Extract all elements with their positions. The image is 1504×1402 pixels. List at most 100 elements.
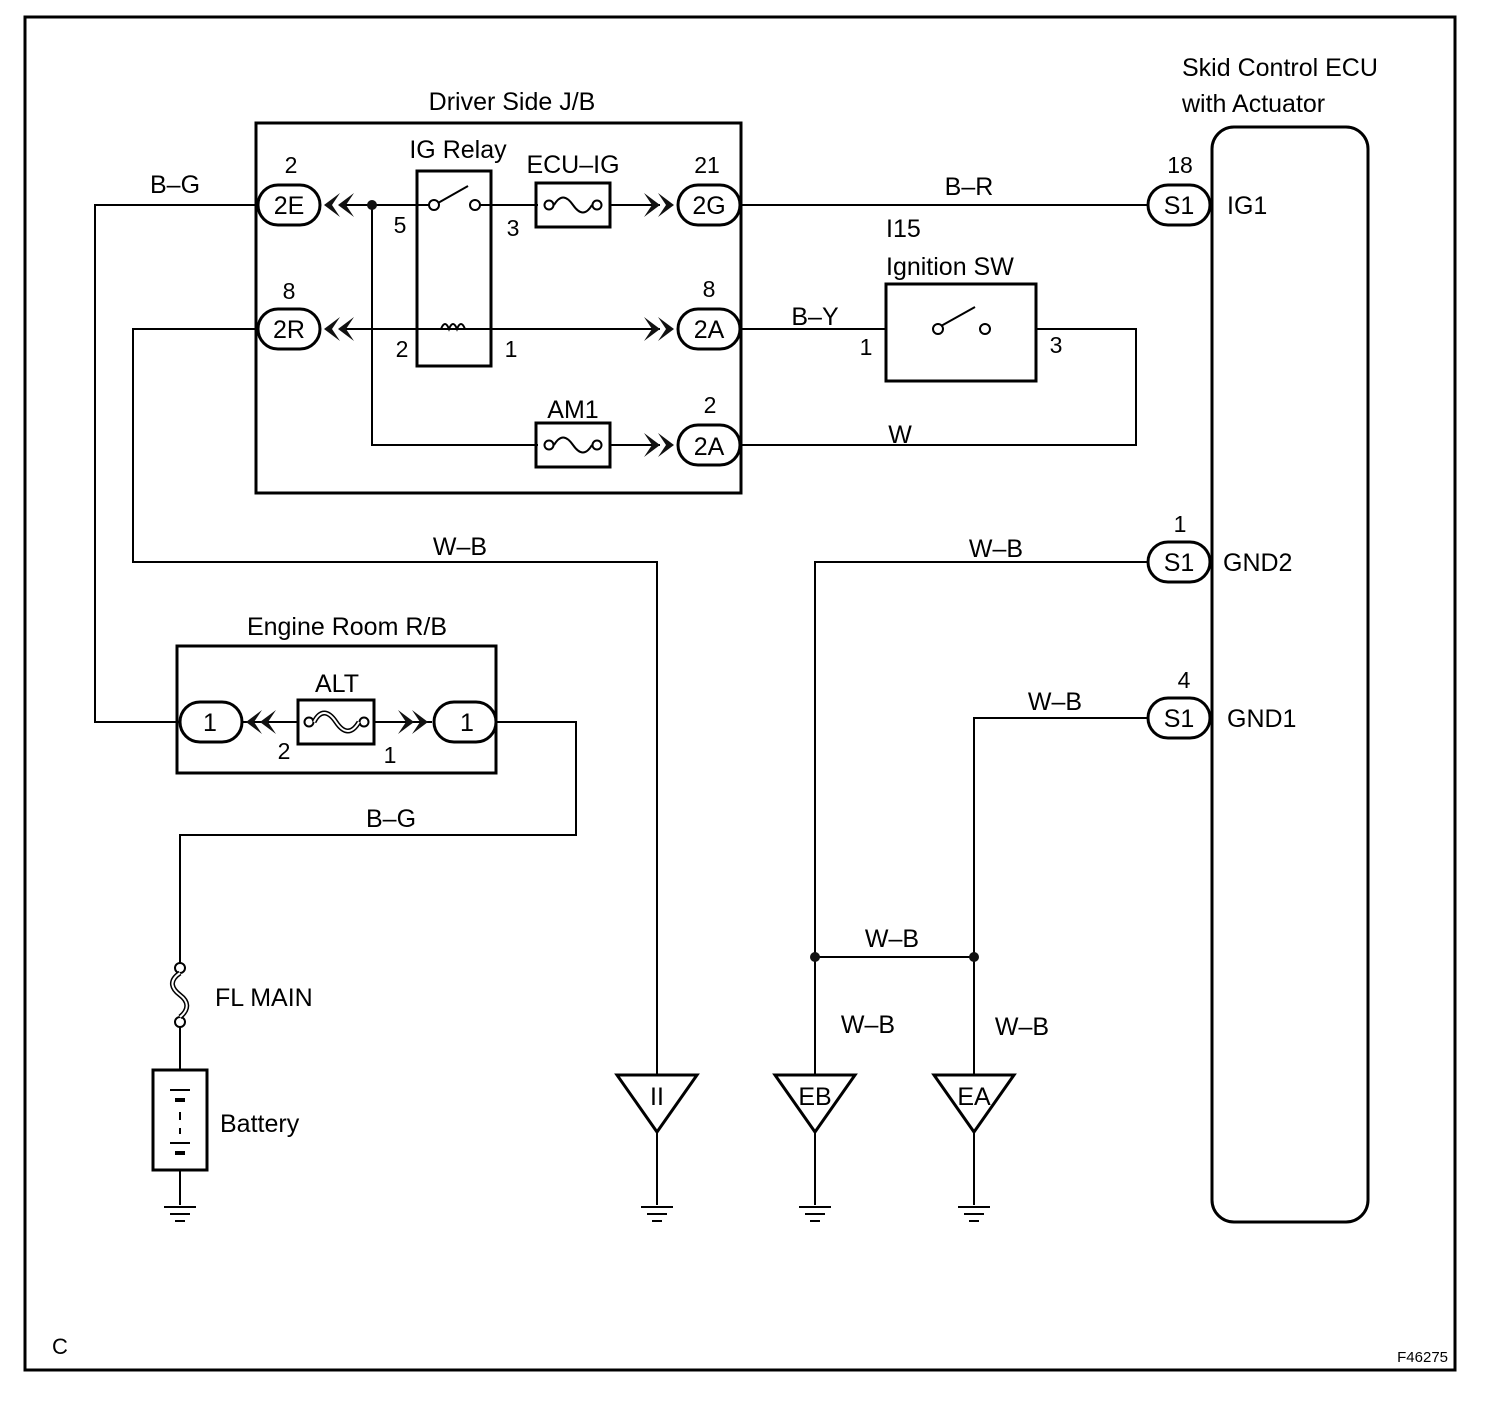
fusible-link-icon (313, 712, 360, 732)
connector-2a-top-label: 2A (694, 316, 725, 344)
am1-label: AM1 (547, 396, 598, 424)
wire-bg-top (94, 204, 258, 723)
wire-wb-gnd2 (814, 561, 1150, 1075)
ground-icon (164, 1206, 196, 1222)
wire-label-bg-bottom: B–G (366, 805, 416, 833)
wire-label-br: B–R (945, 173, 994, 201)
corner-label: C (52, 1334, 68, 1359)
skid-control-ecu: Skid Control ECU with Actuator S1 18 IG1… (1146, 54, 1378, 1224)
fl-main-terminal-icon (174, 962, 186, 974)
connector-2e-label: 2E (274, 192, 305, 220)
connector-2g (676, 183, 742, 227)
fl-main-link-icon (171, 972, 188, 1018)
fuse-terminal-icon (543, 199, 555, 211)
connector-arrow-icon (644, 193, 660, 217)
relay-contact-icon (428, 199, 440, 211)
diagram-frame (23, 15, 1457, 1372)
connector-s1-gnd2 (1146, 540, 1212, 584)
relay-pin-3: 3 (507, 215, 520, 241)
wire-label-wb-eb: W–B (841, 1011, 895, 1039)
ecu-box (1210, 125, 1370, 1224)
ground-ii-label: II (650, 1083, 664, 1111)
connector-s1-gnd1 (1146, 696, 1212, 740)
fl-main-label: FL MAIN (215, 984, 313, 1012)
wire-label-wb-ea: W–B (995, 1013, 1049, 1041)
connector-2a-bottom (676, 423, 742, 467)
connector-2r-pin: 8 (283, 278, 296, 304)
connector-rb-left (178, 700, 244, 744)
alt-pin-1: 1 (384, 742, 397, 768)
ground-icon (958, 1206, 990, 1222)
battery-label: Battery (220, 1110, 300, 1138)
connector-2r-label: 2R (273, 316, 305, 344)
connector-2e-pin: 2 (285, 152, 298, 178)
connector-arrow-icon (338, 193, 354, 217)
connector-2e (256, 183, 322, 227)
connector-arrow-icon (658, 433, 674, 457)
switch-lever-icon (940, 306, 976, 327)
ground-point-ii (614, 1073, 700, 1135)
connector-2a-bottom-label: 2A (694, 433, 725, 461)
wires (94, 204, 1150, 1205)
jb-title: Driver Side J/B (429, 88, 596, 116)
connector-arrow-icon (338, 317, 354, 341)
ignition-sw-label: Ignition SW (886, 253, 1014, 281)
am1-fuse-box (534, 421, 612, 469)
jb-box (254, 121, 743, 495)
relay-contact-icon (469, 199, 481, 211)
ground-icon (799, 1206, 831, 1222)
engine-rb-title: Engine Room R/B (247, 613, 447, 641)
connector-arrow-icon (324, 193, 340, 217)
connector-2g-label: 2G (692, 192, 725, 220)
battery-box (151, 1068, 209, 1172)
fuse-terminal-icon (591, 199, 603, 211)
connector-arrow-icon (412, 710, 428, 734)
relay-coil-icon (440, 323, 466, 332)
wire-label-bg-top: B–G (150, 171, 200, 199)
connector-s1-gnd2-pin: 1 (1174, 511, 1187, 537)
fuse-terminal-icon (591, 439, 603, 451)
connector-rb-right (432, 700, 498, 744)
fuse-icon (553, 196, 593, 214)
connector-s1-gnd2-label: S1 (1164, 549, 1195, 577)
connector-arrow-icon (644, 317, 660, 341)
ecu-ig-fuse-box (534, 181, 612, 229)
terminal-gnd2: GND2 (1223, 549, 1292, 577)
alt-fuse-box (296, 698, 376, 746)
terminal-ig1: IG1 (1227, 192, 1267, 220)
ignition-pin-3: 3 (1050, 332, 1063, 358)
ground-icon (641, 1206, 673, 1222)
relay-pin-1: 1 (505, 336, 518, 362)
fuse-terminal-icon (358, 716, 370, 728)
switch-contact-icon (979, 323, 991, 335)
junction-dot (367, 200, 377, 210)
connector-2a-top (676, 307, 742, 351)
ground-point-eb (772, 1073, 858, 1135)
relay-pin-5: 5 (394, 212, 407, 238)
fuse-icon (553, 436, 593, 454)
connector-arrow-icon (398, 710, 414, 734)
engine-room-rb: Engine Room R/B ALT 1 1 2 1 (175, 613, 498, 775)
wire-wb-ii (132, 328, 658, 1075)
junction-dot (969, 952, 979, 962)
wire-label-wb-gnd1: W–B (1028, 688, 1082, 716)
relay-pin-2: 2 (396, 336, 409, 362)
connector-arrow-icon (260, 710, 276, 734)
ignition-code: I15 (886, 215, 921, 243)
connector-s1-gnd1-pin: 4 (1178, 667, 1191, 693)
ground-point-ea (931, 1073, 1017, 1135)
ignition-switch: I15 Ignition SW 1 3 (860, 215, 1063, 383)
ecu-title-line1: Skid Control ECU (1182, 54, 1378, 82)
terminal-gnd1: GND1 (1227, 705, 1296, 733)
connector-arrow-icon (658, 193, 674, 217)
wire-label-wb-ii: W–B (433, 533, 487, 561)
wire-bg-bottom (179, 721, 577, 968)
ground-ea-label: EA (957, 1083, 991, 1111)
wire-label-w: W (888, 421, 912, 449)
switch-contact-icon (932, 323, 944, 335)
ground-eb-label: EB (798, 1083, 831, 1111)
connector-s1-ig1 (1146, 183, 1212, 227)
connector-2g-pin: 21 (694, 152, 720, 178)
ignition-switch-box (884, 282, 1038, 383)
